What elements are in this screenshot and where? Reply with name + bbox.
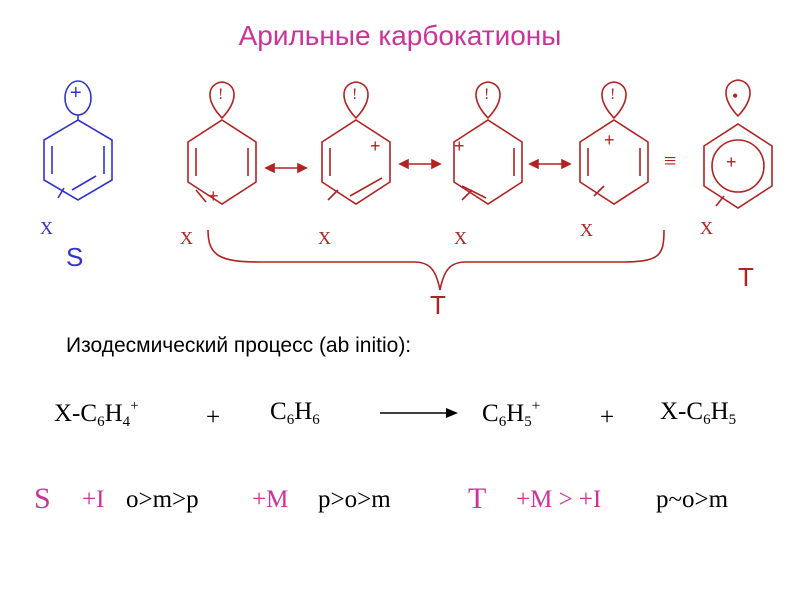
res4-charge: + xyxy=(604,130,615,150)
t-cation-structure xyxy=(703,79,773,209)
t-substituent: X xyxy=(700,218,713,238)
eq-reactant-benzene: C6H6 xyxy=(270,398,320,428)
resonance-structure-3 xyxy=(453,81,523,205)
res1-charge: + xyxy=(208,186,219,206)
brace-label: T xyxy=(430,290,446,320)
eq-product-phenyl-cation: C6H5+ xyxy=(482,398,541,430)
s-x-bond xyxy=(57,187,65,199)
bottom-s-label: S xyxy=(34,482,51,515)
resonance-brace xyxy=(207,229,665,291)
res3-orbital-mark: ! xyxy=(484,86,490,103)
s-cation-structure xyxy=(43,80,113,201)
res2-charge: + xyxy=(370,136,381,156)
t-orbital-mark: • xyxy=(732,86,739,106)
bottom-t-label: T xyxy=(468,482,487,515)
res3-substituent: X xyxy=(454,228,467,248)
resonance-structure-2 xyxy=(321,81,391,205)
resonance-structure-1 xyxy=(187,81,257,205)
res1-orbital-mark: ! xyxy=(218,86,224,103)
s-label: S xyxy=(66,242,84,272)
bottom-s-order-m: p>o>m xyxy=(318,486,391,513)
res3-charge: + xyxy=(454,136,465,156)
res2-orbital-mark: ! xyxy=(352,86,358,103)
bottom-s-effect-m: +M xyxy=(252,486,289,513)
resonance-arrows xyxy=(264,158,572,174)
bottom-t-effects: +M > +I xyxy=(516,486,602,513)
process-label: Изодесмический процесс (ab initio): xyxy=(66,334,412,357)
res4-substituent: X xyxy=(580,220,593,240)
eq-plus-2: + xyxy=(600,404,615,431)
eq-product-substituted-benzene: X-C6H5 xyxy=(660,398,737,428)
t-charge: + xyxy=(726,152,737,172)
eq-plus-1: + xyxy=(206,404,221,431)
bottom-t-order: p~o>m xyxy=(656,486,729,513)
t-label: T xyxy=(738,262,754,292)
resonance-structure-4 xyxy=(579,81,649,205)
s-benzene-ring xyxy=(43,119,113,201)
page-title: Арильные карбокатионы xyxy=(238,20,562,51)
res2-substituent: X xyxy=(318,228,331,248)
bottom-s-order-i: o>m>p xyxy=(126,486,199,513)
res1-substituent: X xyxy=(180,228,193,248)
equivalence-sign: ≡ xyxy=(664,148,677,173)
eq-reactant-aryl-cation: X-C6H4+ xyxy=(54,398,139,430)
bottom-s-effect-i: +I xyxy=(82,486,105,513)
res4-orbital-mark: ! xyxy=(610,86,616,103)
s-substituent: X xyxy=(40,218,53,238)
s-charge: + xyxy=(70,82,82,104)
